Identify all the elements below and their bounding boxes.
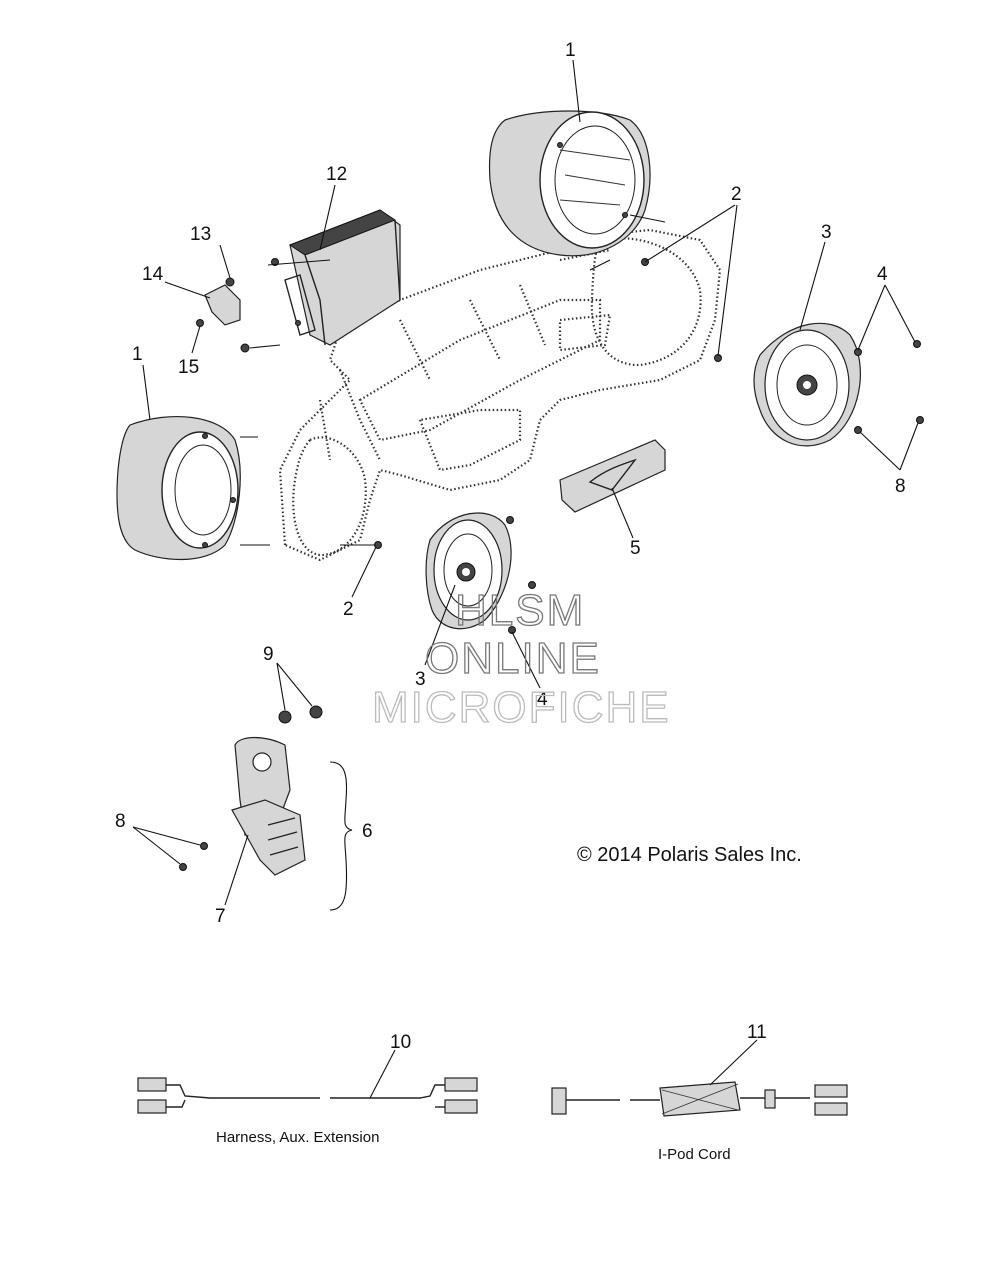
- brace-6: [329, 761, 353, 911]
- callout-10: 10: [390, 1032, 411, 1053]
- switch-bracket: [179, 736, 306, 876]
- callout-2-left: 2: [343, 599, 354, 620]
- badge-plate: [559, 439, 666, 513]
- watermark-line-3: MICROFICHE: [372, 683, 671, 732]
- callout-1-top: 1: [565, 40, 576, 61]
- screws-right: [641, 258, 924, 434]
- callout-13: 13: [190, 224, 211, 245]
- callout-9: 9: [263, 644, 274, 665]
- callout-6: 6: [362, 821, 373, 842]
- caption-ipod-cord: I-Pod Cord: [658, 1146, 731, 1163]
- callout-15: 15: [178, 357, 199, 378]
- screws-9: [278, 705, 323, 724]
- amplifier: [284, 209, 401, 346]
- callout-8-left: 8: [115, 811, 126, 832]
- watermark-line-2: ONLINE: [425, 634, 601, 683]
- callout-8-right: 8: [895, 476, 906, 497]
- callout-7: 7: [215, 906, 226, 927]
- caption-harness: Harness, Aux. Extension: [216, 1129, 379, 1146]
- bracket-14: [196, 258, 279, 353]
- copyright-notice: © 2014 Polaris Sales Inc.: [577, 844, 802, 866]
- speaker-pod-top: [488, 110, 666, 257]
- callout-4-center: 4: [537, 689, 548, 710]
- callout-3-center: 3: [415, 669, 426, 690]
- leader-lines: [132, 59, 919, 1099]
- callout-14: 14: [142, 264, 164, 285]
- callout-3-right: 3: [821, 222, 832, 243]
- watermark-line-1: HLSM: [455, 586, 585, 635]
- callout-11: 11: [747, 1022, 767, 1043]
- speaker-right: [753, 322, 861, 447]
- callout-1-left: 1: [132, 344, 143, 365]
- ipod-cord: [551, 1081, 848, 1117]
- callout-12: 12: [326, 164, 347, 185]
- callout-2-right: 2: [731, 184, 742, 205]
- callout-4-right: 4: [877, 264, 888, 285]
- harness-aux-extension: [137, 1077, 478, 1114]
- speaker-pod-left: [116, 416, 241, 561]
- callout-5: 5: [630, 538, 641, 559]
